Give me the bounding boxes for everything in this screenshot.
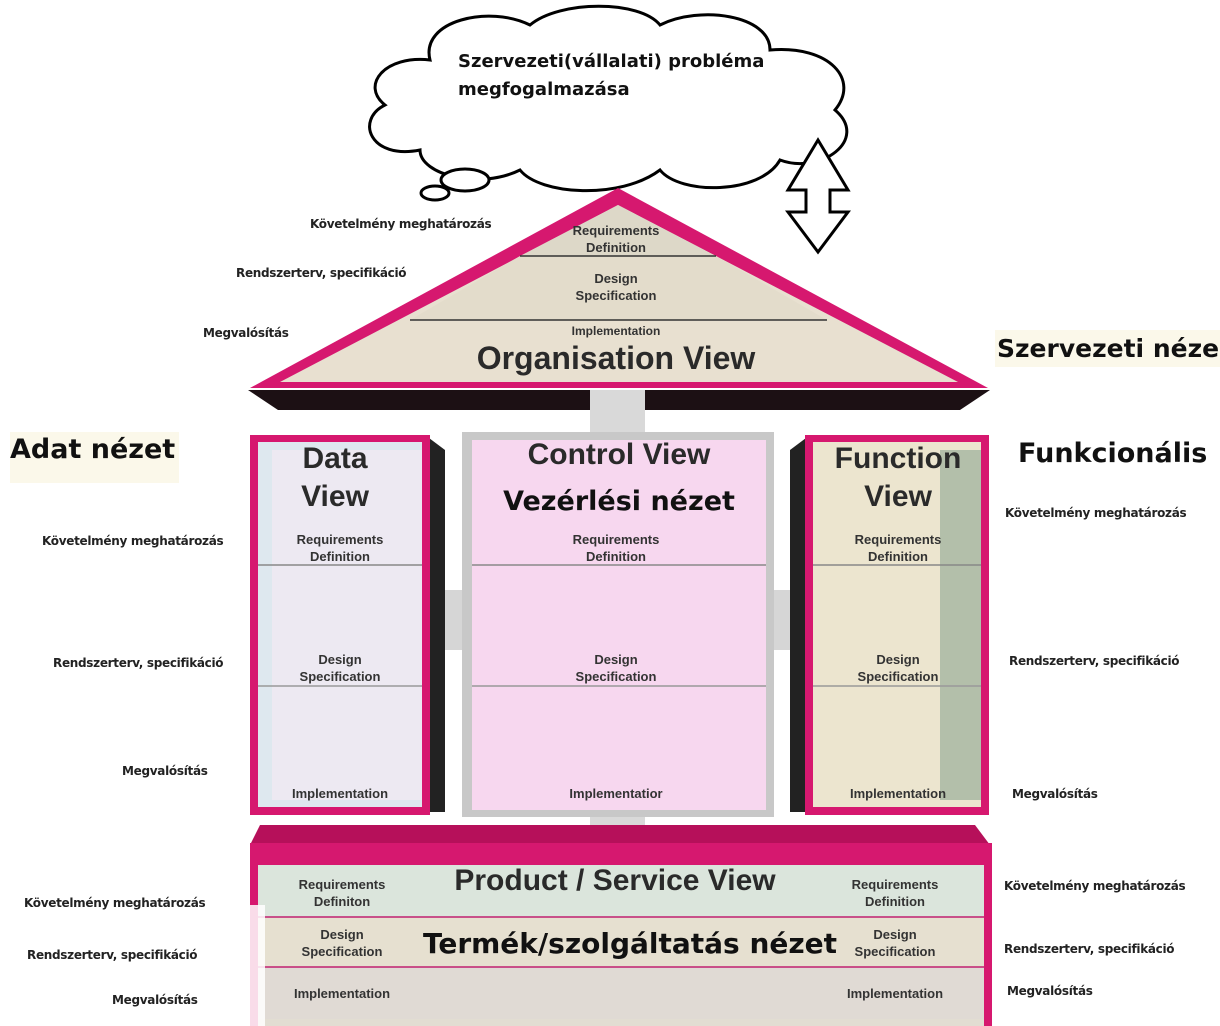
- function-view-title-2: View: [864, 480, 932, 513]
- inner-des-line1: Design: [594, 652, 638, 667]
- product-left-level-impl-label: Megvalósítás: [112, 993, 198, 1007]
- control-implementation: Implementatior: [569, 786, 663, 801]
- data-view-title: Data View: [280, 440, 390, 516]
- data-req-def: Requirements Definition: [270, 531, 410, 565]
- organisation-roof: [248, 188, 990, 410]
- inner-des-line1: Design: [318, 652, 362, 667]
- inner-req-line2: Definition: [586, 240, 646, 255]
- roof-level-spec-label: Rendszerterv, specifikáció: [236, 266, 407, 280]
- function-req-def: Requirements Definition: [828, 531, 968, 565]
- organisation-view-title: Organisation View: [476, 340, 756, 376]
- organisation-view-hu: Szervezeti néze: [995, 330, 1220, 367]
- roof-level-req-label: Követelmény meghatározás: [310, 217, 492, 231]
- cloud-line-1: Szervezeti(vállalati) probléma: [458, 51, 765, 72]
- inner-des-line1: Design: [320, 927, 364, 942]
- roof-req-def: Requirements Definition: [546, 222, 686, 256]
- inner-des-line1: Design: [873, 927, 917, 942]
- inner-req-line1: Requirements: [572, 223, 660, 238]
- roof-design-spec: Design Specification: [546, 270, 686, 304]
- product-left-level-req-label: Követelmény meghatározás: [24, 896, 206, 910]
- inner-des-line1: Design: [594, 271, 638, 286]
- cloud-label: Szervezeti(vállalati) probléma megfogalm…: [458, 48, 764, 104]
- product-left-level-spec-label: Rendszerterv, specifikáció: [27, 948, 198, 962]
- function-level-spec-label: Rendszerterv, specifikáció: [1009, 654, 1180, 668]
- control-view-column: [462, 432, 774, 817]
- roof-level-impl-label: Megvalósítás: [203, 326, 289, 340]
- function-level-req-label: Követelmény meghatározás: [1005, 506, 1187, 520]
- control-req-def: Requirements Definition: [546, 531, 686, 565]
- control-view-title: Control View: [527, 438, 711, 471]
- product-right-req-def: Requirements Definition: [825, 876, 965, 910]
- inner-req-line1: Requirements: [572, 532, 660, 547]
- data-view-hu: Adat nézet: [10, 432, 180, 483]
- product-left-implementation: Implementation: [293, 986, 391, 1001]
- inner-req-line2: Definition: [868, 549, 928, 564]
- control-design-spec: Design Specification: [546, 651, 686, 685]
- function-view-hu: Funkcionális: [1018, 438, 1208, 469]
- double-arrow-icon: [785, 137, 851, 255]
- cloud-line-2: megfogalmazása: [458, 79, 630, 100]
- inner-req-line2: Definition: [586, 549, 646, 564]
- function-design-spec: Design Specification: [828, 651, 968, 685]
- function-implementation: Implementation: [849, 786, 947, 801]
- inner-req-line1: Requirements: [296, 532, 384, 547]
- data-level-impl-label: Megvalósítás: [122, 764, 208, 778]
- data-view-column: [250, 435, 445, 815]
- function-view-title: Function View: [823, 440, 973, 516]
- product-right-level-req-label: Követelmény meghatározás: [1004, 879, 1186, 893]
- function-view-column: [790, 435, 989, 815]
- inner-req-line2: Definition: [865, 894, 925, 909]
- data-view-title-1: Data: [302, 442, 368, 475]
- inner-des-line2: Specification: [857, 669, 939, 684]
- inner-req-line1: Requirements: [298, 877, 386, 892]
- product-left-req-def: Requirements Definiton: [272, 876, 412, 910]
- product-right-implementation: Implementation: [846, 986, 944, 1001]
- product-right-design-spec: Design Specification: [825, 926, 965, 960]
- inner-des-line2: Specification: [575, 669, 657, 684]
- product-right-level-spec-label: Rendszerterv, specifikáció: [1004, 942, 1175, 956]
- inner-req-line2: Definition: [310, 549, 370, 564]
- function-level-impl-label: Megvalósítás: [1012, 787, 1098, 801]
- data-implementation: Implementation: [291, 786, 389, 801]
- data-level-spec-label: Rendszerterv, specifikáció: [53, 656, 224, 670]
- roof-implementation: Implementation: [571, 324, 661, 338]
- inner-req-line2: Definiton: [313, 894, 371, 909]
- inner-des-line2: Specification: [575, 288, 657, 303]
- inner-des-line2: Specification: [301, 944, 383, 959]
- data-view-title-2: View: [301, 480, 369, 513]
- inner-des-line2: Specification: [854, 944, 936, 959]
- data-level-req-label: Követelmény meghatározás: [42, 534, 224, 548]
- product-view-base: [225, 825, 992, 1026]
- product-left-design-spec: Design Specification: [272, 926, 412, 960]
- roof-connector: [590, 390, 645, 435]
- product-right-level-impl-label: Megvalósítás: [1007, 984, 1093, 998]
- problem-cloud: [368, 4, 849, 202]
- control-view-hu: Vezérlési nézet: [503, 486, 735, 517]
- product-view-hu: Termék/szolgáltatás nézet: [422, 927, 838, 960]
- inner-req-line1: Requirements: [854, 532, 942, 547]
- inner-des-line2: Specification: [299, 669, 381, 684]
- data-design-spec: Design Specification: [270, 651, 410, 685]
- inner-req-line1: Requirements: [851, 877, 939, 892]
- product-view-title: Product / Service View: [454, 864, 776, 897]
- inner-des-line1: Design: [876, 652, 920, 667]
- function-view-title-1: Function: [834, 442, 962, 475]
